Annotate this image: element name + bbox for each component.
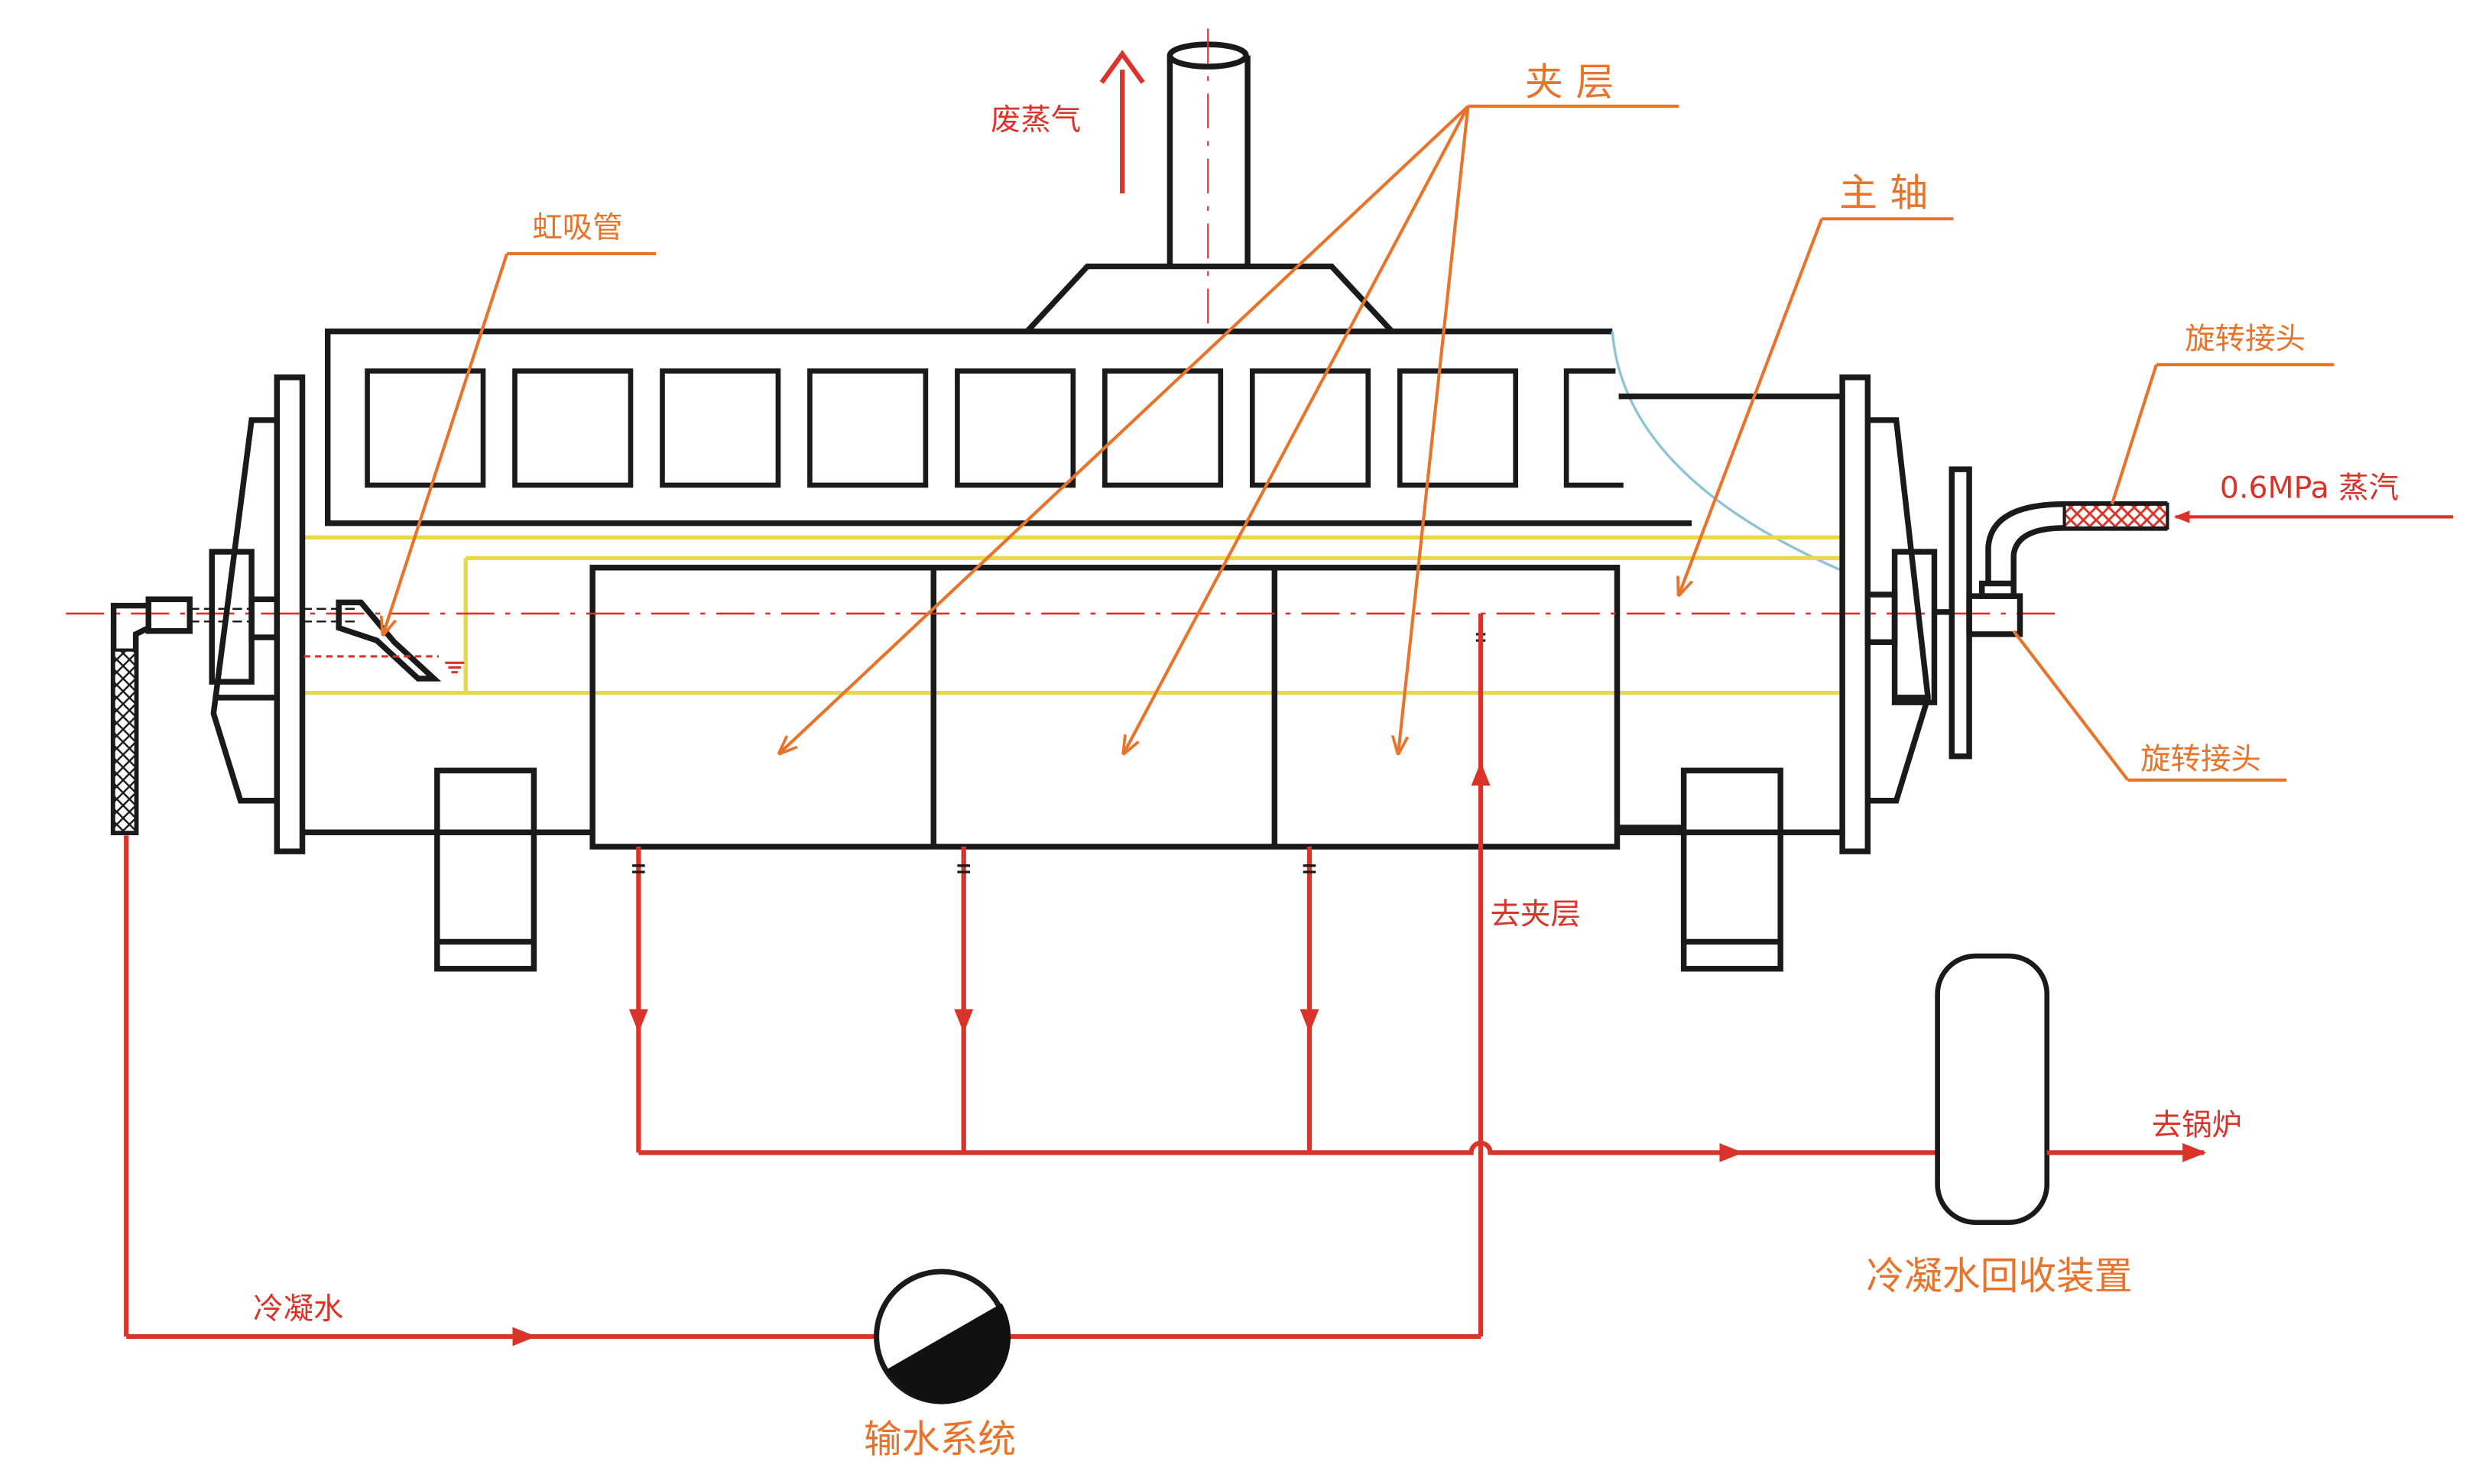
right-foot [1618, 767, 1783, 972]
condensate-recovery-label: 冷凝水回收装置 [1866, 1254, 2132, 1298]
jacket-label: 夹层 [1525, 60, 1627, 104]
steam-inlet-pipe [1985, 501, 2169, 584]
condensate-drains [628, 846, 1938, 1162]
left-end-cap [209, 374, 306, 854]
right-end-cap [1839, 374, 2023, 854]
steam-inlet-label: 0.6MPa 蒸汽 [2220, 470, 2399, 505]
jacket-window [1397, 368, 1519, 488]
jacket-window [512, 368, 634, 488]
jacket-window [660, 368, 781, 488]
condensate-recovery-device [1935, 953, 2050, 1225]
main-shaft-leader [1679, 217, 1954, 595]
jacket-window [1249, 368, 1371, 488]
rotary-joint-bottom-label: 旋转接头 [2140, 741, 2261, 776]
water-system-label: 输水系统 [864, 1418, 1016, 1462]
exhaust-stack [1024, 28, 1394, 334]
pump-icon [874, 1269, 1011, 1405]
drum-body [66, 393, 2065, 850]
main-shaft-label: 主轴 [1839, 171, 1941, 215]
jacket-window [1102, 368, 1224, 488]
waste-steam-arrow [1099, 50, 1145, 194]
condensate-label: 冷凝水 [253, 1291, 343, 1327]
rotary-joint-top-leader [2110, 363, 2335, 505]
cutaway-seam [1611, 331, 1843, 572]
jacket-window [365, 368, 486, 488]
siphon-label: 虹吸管 [532, 210, 622, 245]
siphon-pipe [302, 599, 465, 682]
waste-steam-label: 废蒸气 [991, 102, 1081, 138]
jacket-windows [365, 368, 1624, 488]
rotary-joint-top-label: 旋转接头 [2185, 321, 2305, 356]
jacket-box [324, 328, 1843, 572]
jacket-leaders [780, 104, 1679, 753]
to-jacket-label: 去夹层 [1491, 897, 1581, 932]
jacket-window [1563, 368, 1624, 488]
jacket-window [807, 368, 929, 488]
left-foot [434, 767, 537, 972]
rotary-joint-bottom-leader [2012, 630, 2287, 782]
water-return-loop [124, 613, 1491, 1346]
left-joint [110, 596, 252, 835]
to-boiler-label: 去锅炉 [2152, 1108, 2242, 1143]
jacket-window [955, 368, 1076, 488]
siphon-leader [383, 251, 657, 634]
